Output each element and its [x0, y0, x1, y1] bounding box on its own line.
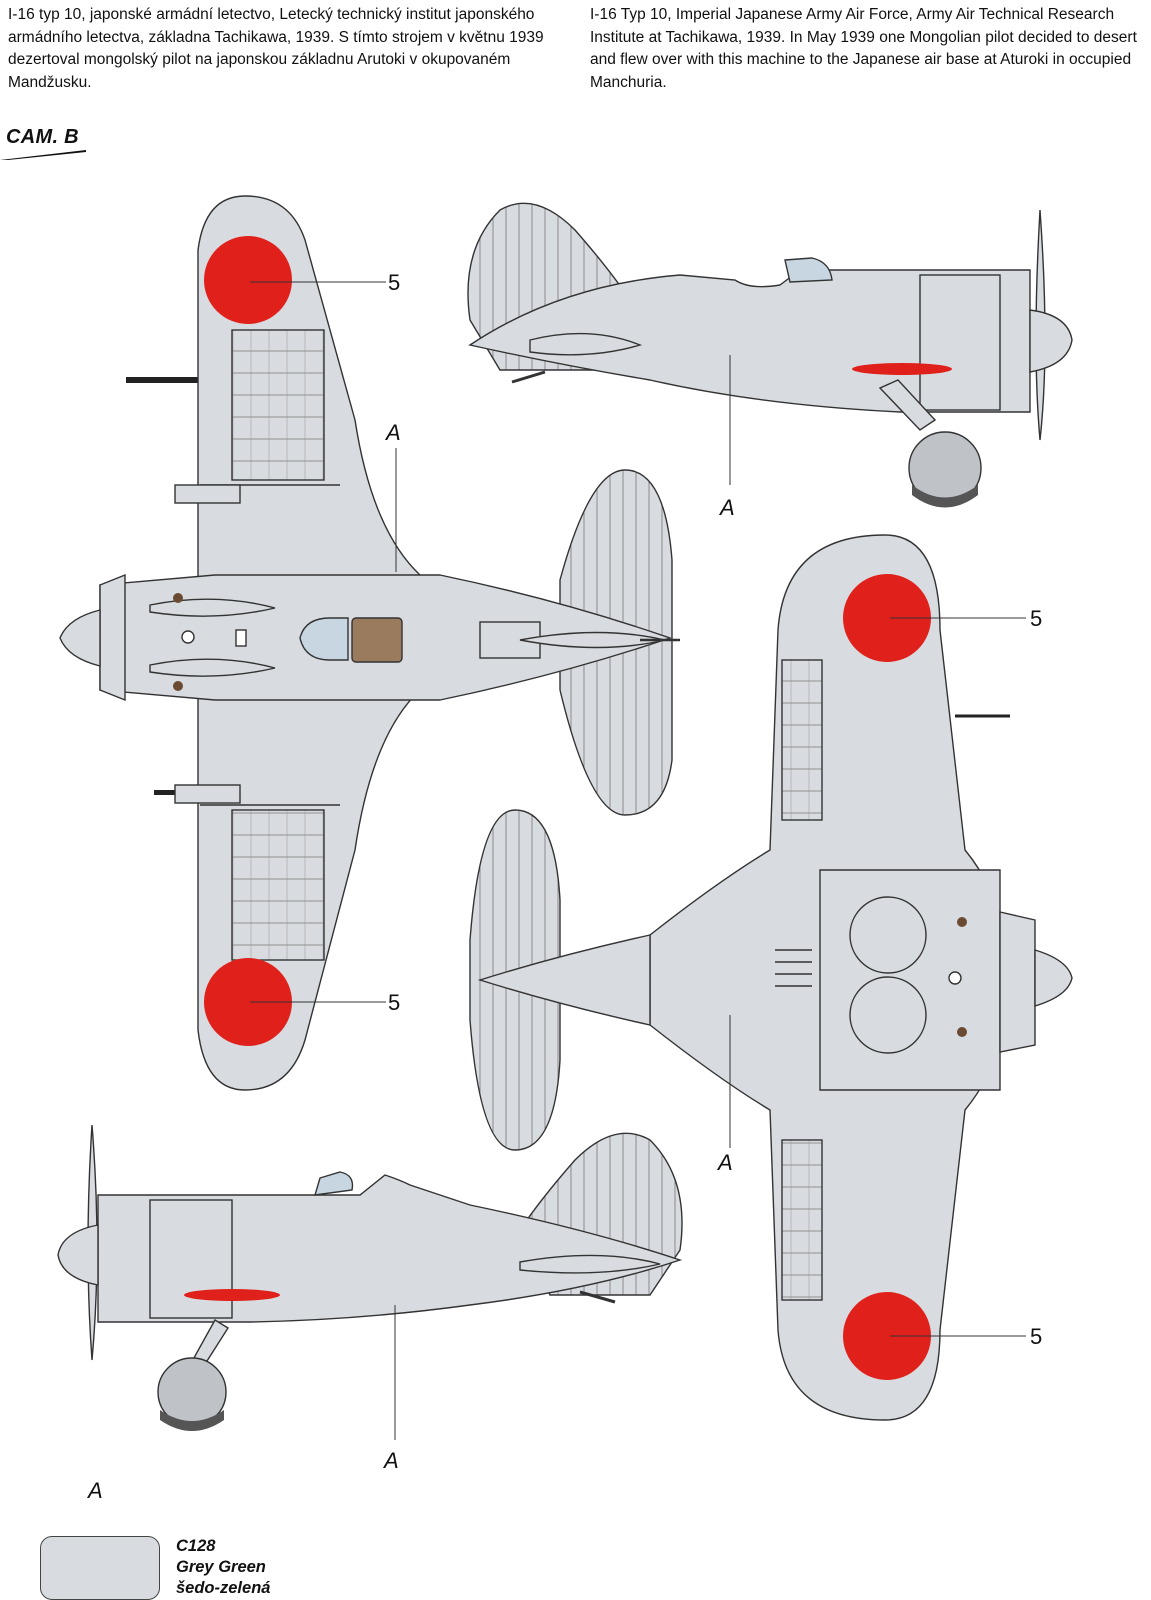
spinner [59, 609, 101, 667]
callout-5-lower-upper: 5 [1030, 606, 1042, 631]
callout-5-bottom-wing: 5 [388, 990, 400, 1015]
canopy [299, 617, 349, 661]
aileron-panel [231, 329, 325, 481]
legend-code: C128 [176, 1537, 216, 1555]
callout-5-top-wing: 5 [388, 270, 400, 295]
callout-5-lower-lower: 5 [1030, 1324, 1042, 1349]
gun-barrel [126, 377, 200, 383]
spinner-side [1029, 309, 1073, 373]
fuselage-side [468, 269, 1031, 413]
plan-view-bottom [469, 534, 1073, 1421]
caption-czech: I-16 typ 10, japonské armádní letectvo, … [8, 6, 544, 91]
hinomaru-lower-upper [843, 574, 931, 662]
cockpit-seat [351, 617, 403, 663]
hinomaru-lower-lower [843, 1292, 931, 1380]
callout-a-side-upper: A [718, 495, 735, 520]
camouflage-arrow-icon [0, 150, 86, 160]
exhaust-side [529, 332, 643, 356]
callout-a-bottom-plan: A [716, 1150, 733, 1175]
gear-bay [819, 869, 1001, 1091]
caption-english: I-16 Typ 10, Imperial Japanese Army Air … [590, 6, 1137, 91]
fuselage-side-lower [97, 1174, 683, 1323]
color-swatch [40, 1536, 160, 1600]
side-view-lower [57, 1124, 683, 1431]
side-view-upper [467, 202, 1073, 508]
hinomaru-upper-right [204, 958, 292, 1046]
plan-view-top [59, 195, 680, 1091]
legend-name-cz: šedo-zelená [176, 1579, 271, 1597]
callout-a-top-plan: A [384, 420, 401, 445]
hinomaru-upper-left [204, 236, 292, 324]
spinner-side-lower [57, 1224, 99, 1286]
spinner-lower [1034, 949, 1073, 1007]
aileron-panel [231, 809, 325, 961]
hinomaru-fuselage-lower-view [184, 1289, 280, 1301]
legend-name-en: Grey Green [176, 1558, 266, 1576]
hinomaru-fuselage-upper-view [852, 363, 952, 375]
legend-letter: A [88, 1478, 103, 1503]
callout-a-side-lower: A [382, 1448, 399, 1473]
camouflage-title: CAM. B [6, 126, 79, 148]
